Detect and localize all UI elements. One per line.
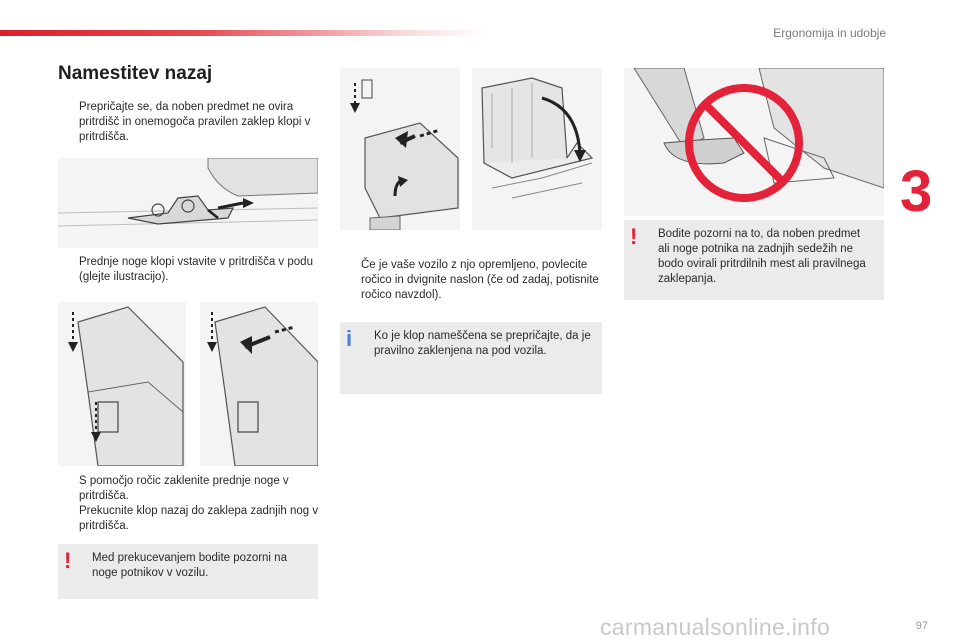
bullet-text: S pomočjo ročic zaklenite prednje noge v… xyxy=(79,475,289,502)
instruction-bullet-2: Prednje noge klopi vstavite v pritrdišča… xyxy=(58,255,320,285)
chapter-title: Ergonomija in udobje xyxy=(773,26,886,40)
warning-note-passengers-feet: ! Med prekucevanjem bodite pozorni na no… xyxy=(58,544,318,599)
info-text: Ko je klop nameščena se prepričajte, da … xyxy=(374,330,591,357)
warning-icon: ! xyxy=(630,224,638,249)
prohibited-feet-illustration xyxy=(624,68,884,216)
instruction-bullet-3: S pomočjo ročic zaklenite prednje noge v… xyxy=(58,474,320,504)
floor-anchor-illustration xyxy=(58,158,318,248)
page-number: 97 xyxy=(915,620,928,632)
instruction-bullet-5: Če je vaše vozilo z njo opremljeno, povl… xyxy=(340,258,604,303)
site-watermark: carmanualsonline.info xyxy=(600,614,831,640)
bullet-text: Če je vaše vozilo z njo opremljeno, povl… xyxy=(361,259,599,301)
bullet-text: Prednje noge klopi vstavite v pritrdišča… xyxy=(79,256,313,283)
instruction-bullet-1: Prepričajte se, da noben predmet ne ovir… xyxy=(58,100,320,145)
rear-seat-row-illustration xyxy=(472,68,602,230)
instruction-bullet-4: Prekucnite klop nazaj do zaklepa zadnjih… xyxy=(58,504,320,534)
info-note-bench-locked: i Ko je klop nameščena se prepričajte, d… xyxy=(340,322,602,394)
bullet-text: Prekucnite klop nazaj do zaklepa zadnjih… xyxy=(79,505,319,532)
warning-icon: ! xyxy=(64,548,72,573)
warning-text: Med prekucevanjem bodite pozorni na noge… xyxy=(92,552,287,579)
info-icon: i xyxy=(346,326,353,351)
warning-note-anchor-obstruction: ! Bodite pozorni na to, da noben predmet… xyxy=(624,220,884,300)
bench-lowering-illustration-right xyxy=(200,302,318,466)
header-accent-bar xyxy=(0,30,490,36)
warning-text: Bodite pozorni na to, da noben predmet a… xyxy=(658,228,866,285)
chapter-number: 3 xyxy=(900,159,933,224)
bench-lowering-illustration-left xyxy=(58,302,186,466)
backrest-lever-illustration xyxy=(340,68,460,230)
section-title: Namestitev nazaj xyxy=(58,63,213,84)
bullet-text: Prepričajte se, da noben predmet ne ovir… xyxy=(79,101,311,143)
